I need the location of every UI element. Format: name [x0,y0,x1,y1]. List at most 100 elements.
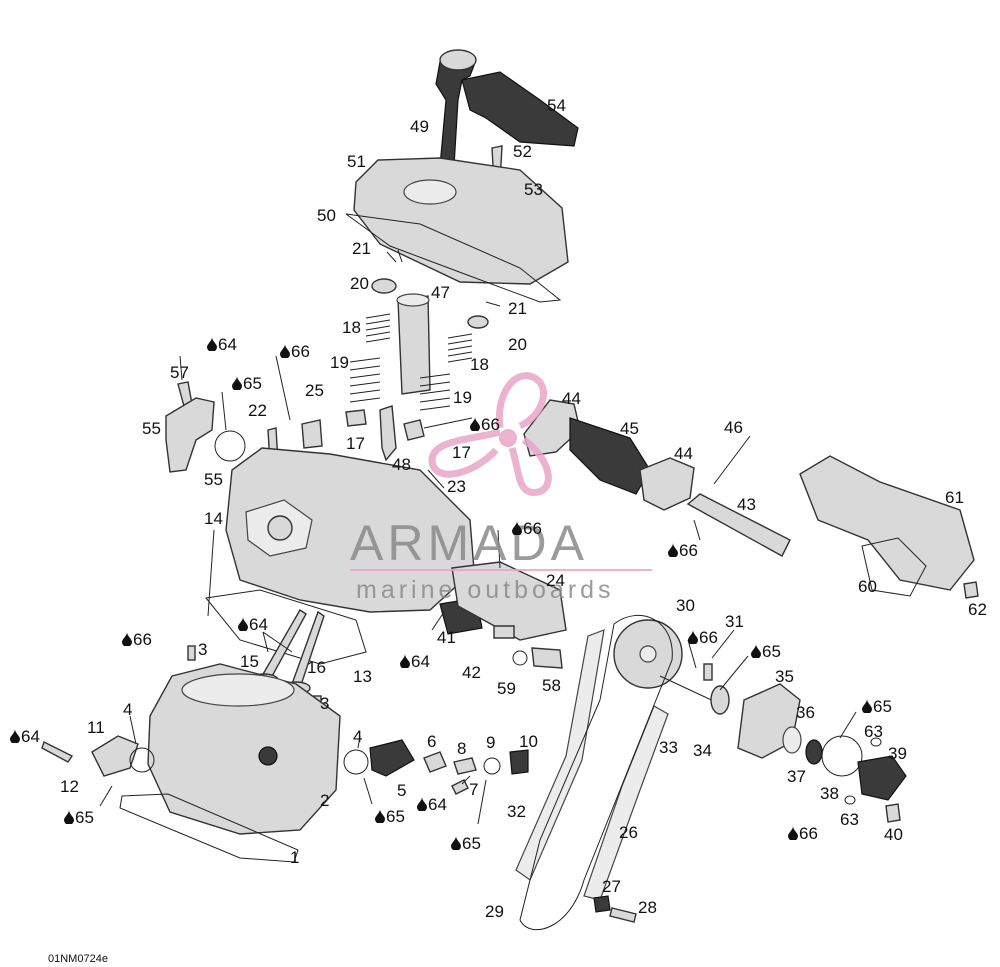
callout-4: 4 [353,727,362,746]
oil-drop-icon [451,836,461,850]
callout-number: 43 [737,495,756,514]
callout-10: 10 [519,732,538,751]
callout-60: 60 [858,577,877,596]
part-20-retainer [371,278,397,294]
callout-number: 65 [462,834,481,853]
part-20-retainer-b [467,315,489,329]
callout-6: 6 [427,732,436,751]
callout-28: 28 [638,898,657,917]
part-10-plug [509,749,529,775]
callout-number: 4 [123,700,132,719]
part-8-plunger [453,757,477,775]
callout-55: 55 [142,419,161,438]
callout-number: 20 [350,274,369,293]
oil-drop-icon [10,729,20,743]
callout-number: 6 [427,732,436,751]
part-37-bushing [805,739,823,765]
callout-44: 44 [674,444,693,463]
part-63-oring-a [870,737,882,747]
callout-31: 31 [725,612,744,631]
callout-19: 19 [330,353,349,372]
callout-26: 26 [619,823,638,842]
callout-number: 3 [198,640,207,659]
callout-number: 66 [291,342,310,361]
oil-drop-icon [64,810,74,824]
callout-number: 39 [888,744,907,763]
part-36-washer [782,726,802,754]
callout-36: 36 [796,703,815,722]
callout-59: 59 [497,679,516,698]
callout-64-lubricant: 64 [10,727,40,746]
callout-number: 49 [410,117,429,136]
callout-66-lubricant: 66 [688,628,718,647]
part-19-spring-left [349,357,381,403]
callout-30: 30 [676,596,695,615]
part-49-cap [439,49,477,71]
callout-number: 26 [619,823,638,842]
callout-64-lubricant: 64 [207,335,237,354]
callout-number: 47 [431,283,450,302]
callout-51: 51 [347,152,366,171]
callout-18: 18 [470,355,489,374]
callout-number: 35 [775,667,794,686]
callout-29: 29 [485,902,504,921]
watermark-propeller-icon [428,372,552,496]
part-13-head-gasket [205,589,367,665]
callout-number: 55 [204,470,223,489]
part-40-screw [885,803,901,823]
callout-number: 64 [21,727,40,746]
callout-number: 12 [60,777,79,796]
part-33-shaft [659,675,721,705]
callout-24: 24 [546,571,565,590]
part-59-washer [512,650,528,666]
callout-number: 38 [820,784,839,803]
oil-drop-icon [688,630,698,644]
part-18-spring-left [365,313,391,343]
callout-27: 27 [602,877,621,896]
callout-number: 7 [469,780,478,799]
callout-number: 57 [170,363,189,382]
figure-code: 01NM0724e [48,953,108,965]
callout-number: 65 [873,697,892,716]
callout-54: 54 [547,96,566,115]
callout-66-lubricant: 66 [512,519,542,538]
callout-number: 60 [858,577,877,596]
callout-number: 28 [638,898,657,917]
part-28-bolt [609,907,637,923]
callout-49: 49 [410,117,429,136]
callout-21: 21 [508,299,527,318]
part-39-pump [857,755,907,801]
callout-number: 33 [659,738,678,757]
callout-number: 29 [485,902,504,921]
callout-number: 18 [342,318,361,337]
callout-66-lubricant: 66 [668,541,698,560]
parts-illustration [41,49,979,930]
callout-number: 46 [724,418,743,437]
part-18-spring-right [447,333,473,363]
part-45-rocker-arm [569,417,651,495]
watermark-brand: ARMADA [350,515,588,571]
callout-64-lubricant: 64 [238,615,268,634]
oil-drop-icon [375,809,385,823]
callout-65-lubricant: 65 [375,807,405,826]
part-54-bracket [461,71,579,147]
callout-65-lubricant: 65 [451,834,481,853]
part-47-top [396,293,430,307]
part-61-intake [799,455,975,591]
callout-43: 43 [737,495,756,514]
callout-14: 14 [204,509,223,528]
callout-34: 34 [693,741,712,760]
callout-number: 25 [305,381,324,400]
callout-number: 44 [674,444,693,463]
callout-number: 64 [428,795,447,814]
oil-drop-icon [122,632,132,646]
part-9-washer [483,757,501,775]
callout-21: 21 [352,239,371,258]
part-44-rocker-lower [639,457,695,511]
callout-1: 1 [290,848,299,867]
callout-57: 57 [170,363,189,382]
callout-66-lubricant: 66 [280,342,310,361]
callout-number: 34 [693,741,712,760]
callout-63: 63 [864,722,883,741]
callout-3: 3 [198,640,207,659]
